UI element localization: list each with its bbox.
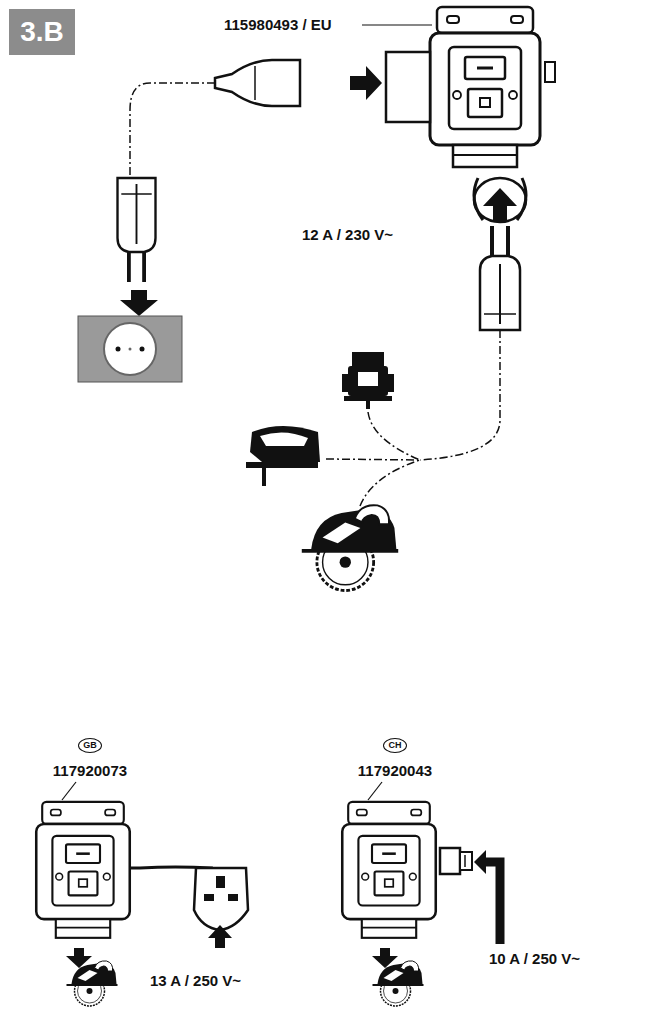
rating: 13 A / 250 V~ — [148, 972, 243, 989]
section-number: 3.B — [20, 16, 64, 48]
section-badge: 3.B — [9, 9, 75, 55]
rating: 10 A / 250 V~ — [487, 950, 582, 967]
country-code: CH — [389, 740, 402, 750]
rating: 12 A / 230 V~ — [300, 226, 395, 243]
part-number: 117920073 — [51, 762, 129, 779]
part-number: 117920043 — [356, 762, 434, 779]
country-mark: GB — [78, 738, 102, 753]
part-number: 115980493 / EU — [222, 16, 334, 33]
country-mark: CH — [383, 738, 407, 753]
country-code: GB — [83, 740, 97, 750]
